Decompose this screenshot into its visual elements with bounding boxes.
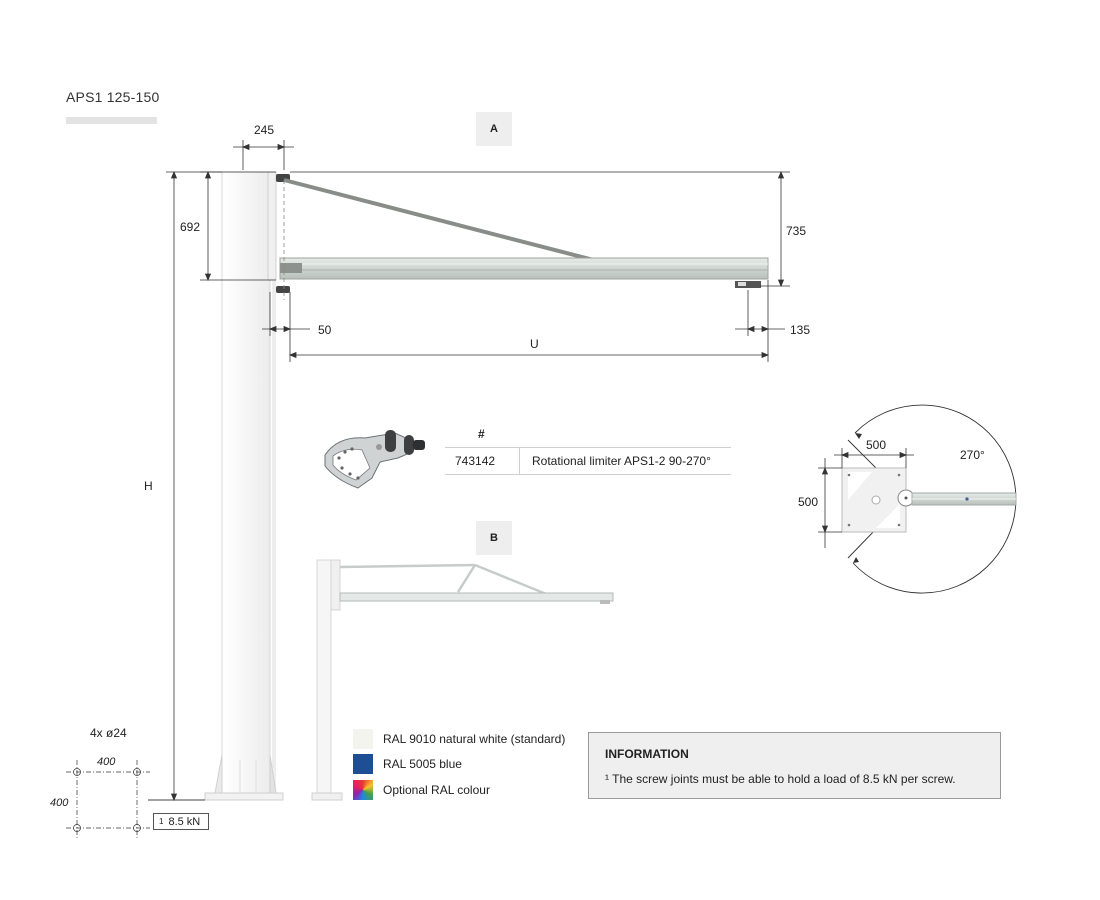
title-underline xyxy=(66,117,157,124)
dim-angle: 270° xyxy=(960,448,985,462)
page-title: APS1 125-150 xyxy=(66,89,160,105)
information-box: INFORMATION ¹ The screw joints must be a… xyxy=(588,732,1001,799)
swatch-blue xyxy=(353,754,373,774)
colour-label: Optional RAL colour xyxy=(383,783,490,797)
bolt-pattern xyxy=(66,760,150,838)
information-text: ¹ The screw joints must be able to hold … xyxy=(605,772,956,786)
load-footnote-marker: 1 xyxy=(159,817,164,826)
bolt-spec: 4x ø24 xyxy=(90,726,127,740)
dim-400-top: 400 xyxy=(97,756,116,768)
colour-option-optional: Optional RAL colour xyxy=(353,780,490,800)
dim-500-top: 500 xyxy=(866,438,887,452)
load-value: 8.5 kN xyxy=(168,815,201,828)
dim-400-left: 400 xyxy=(50,797,69,809)
view-label-a: A xyxy=(476,112,512,146)
colour-label: RAL 5005 blue xyxy=(383,757,462,771)
swatch-optional xyxy=(353,780,373,800)
colour-option-blue: RAL 5005 blue xyxy=(353,754,462,774)
colour-option-white: RAL 9010 natural white (standard) xyxy=(353,729,565,749)
colour-label: RAL 9010 natural white (standard) xyxy=(383,732,566,746)
dim-735: 735 xyxy=(786,224,807,238)
accessory-code: 743142 xyxy=(445,448,520,474)
information-title: INFORMATION xyxy=(605,747,689,761)
dim-245: 245 xyxy=(254,123,275,137)
tie-rod xyxy=(283,178,641,274)
rotational-limiter-illustration xyxy=(324,430,425,489)
load-box: 1 8.5 kN xyxy=(153,813,209,830)
rotation-top-view xyxy=(818,404,1017,594)
dim-500-left: 500 xyxy=(798,495,819,509)
accessory-table-header: # xyxy=(478,427,485,441)
dim-50: 50 xyxy=(318,323,332,337)
dim-h: H xyxy=(144,479,153,493)
dim-135: 135 xyxy=(790,323,811,337)
pillar-b xyxy=(311,559,614,801)
accessory-table-row: 743142 Rotational limiter APS1-2 90-270° xyxy=(445,447,731,475)
accessory-description: Rotational limiter APS1-2 90-270° xyxy=(532,454,711,468)
dim-692: 692 xyxy=(180,220,201,234)
dim-u: U xyxy=(530,337,539,351)
swatch-white xyxy=(353,729,373,749)
view-label-b: B xyxy=(476,521,512,555)
jib-rail xyxy=(279,257,769,280)
pillar-a xyxy=(148,171,284,801)
